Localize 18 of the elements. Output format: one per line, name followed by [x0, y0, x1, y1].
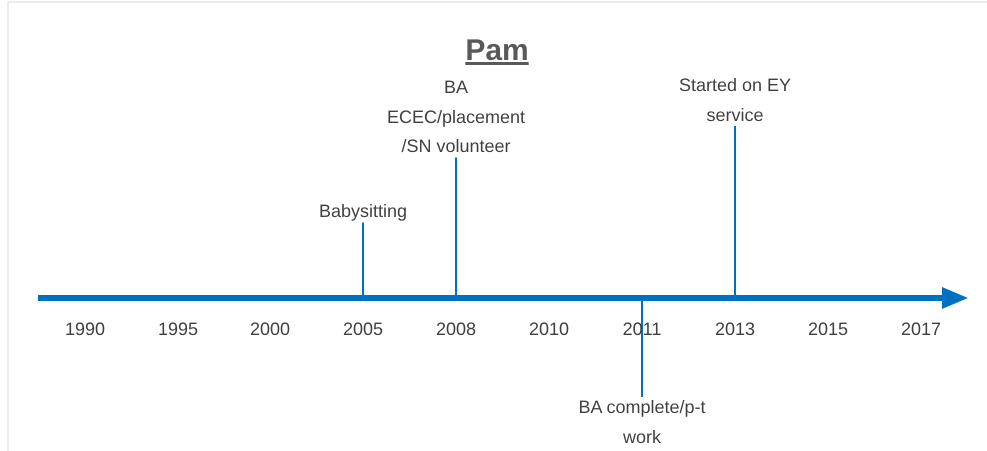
year-label: 2013	[714, 318, 756, 341]
year-label: 2000	[248, 318, 292, 341]
leader-line	[734, 126, 736, 298]
year-label: 1990	[64, 318, 106, 341]
event-label: Babysitting	[293, 197, 433, 226]
event-label: BA ECEC/placement /SN volunteer	[381, 73, 531, 162]
year-label: 2008	[434, 318, 478, 341]
year-label: 2017	[900, 318, 942, 341]
year-label: 1995	[156, 318, 200, 341]
event-label: BA complete/p-t work	[562, 393, 722, 451]
leader-line	[641, 298, 643, 397]
leader-line	[455, 158, 457, 298]
diagram-title: Pam	[465, 34, 529, 68]
event-label: Started on EY service	[665, 71, 805, 130]
year-label: 2015	[806, 318, 850, 341]
year-label: 2010	[528, 318, 570, 341]
year-label: 2005	[342, 318, 384, 341]
leader-line	[362, 222, 364, 298]
